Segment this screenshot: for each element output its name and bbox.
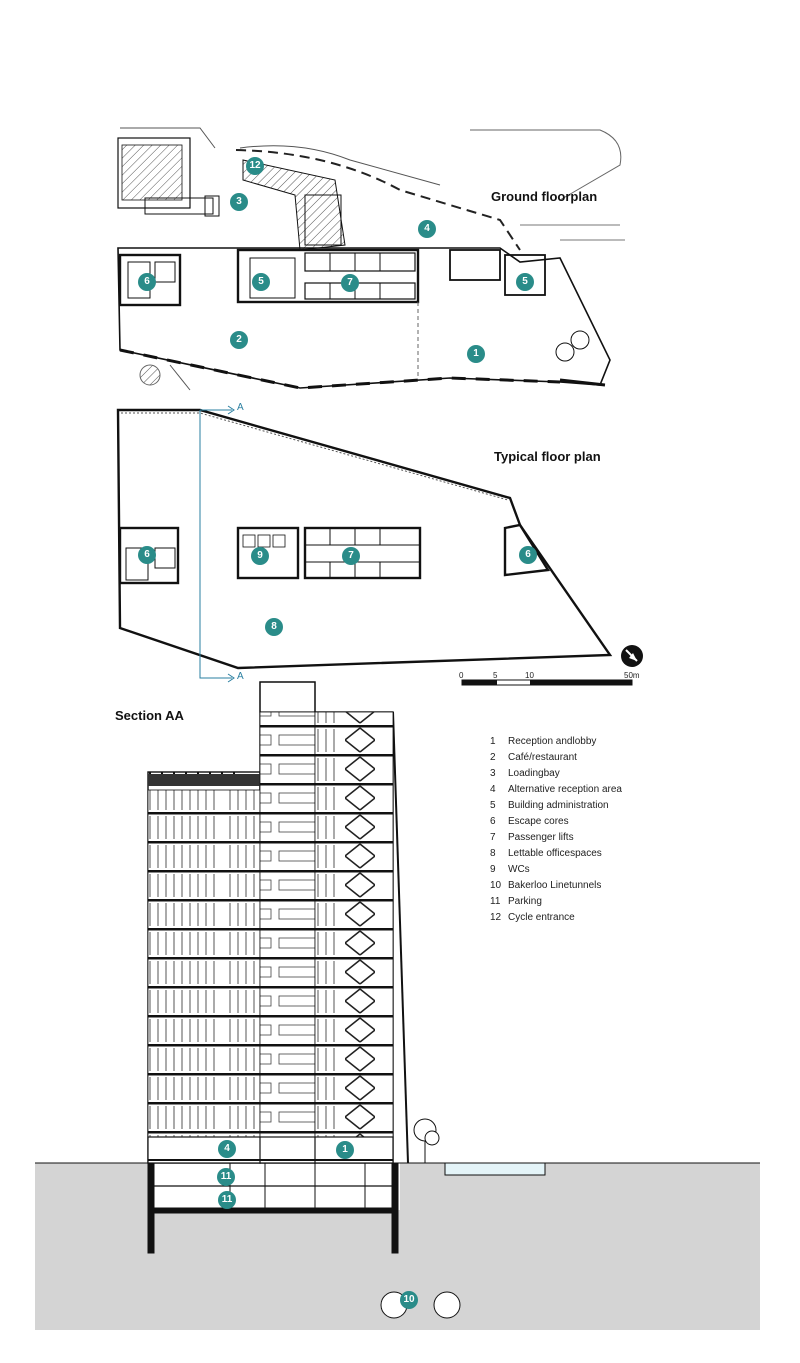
legend-item: 4 Alternative reception area [490, 784, 690, 796]
section-aa [35, 681, 760, 1330]
marker-section-11a: 11 [217, 1168, 235, 1186]
legend-label: Alternative reception area [508, 784, 622, 795]
legend-item: 9 WCs [490, 864, 690, 876]
typical-floor-plan [116, 405, 613, 683]
legend-item: 6 Escape cores [490, 816, 690, 828]
marker-ground-3: 3 [230, 193, 248, 211]
legend-item: 7 Passenger lifts [490, 832, 690, 844]
legend-item: 1 Reception andlobby [490, 736, 690, 748]
legend-num: 12 [490, 912, 502, 923]
legend-item: 3 Loadingbay [490, 768, 690, 780]
legend-label: Escape cores [508, 816, 569, 827]
legend-label: Reception andlobby [508, 736, 597, 747]
marker-ground-1: 1 [467, 345, 485, 363]
legend-num: 1 [490, 736, 496, 747]
legend-item: 2 Café/restaurant [490, 752, 690, 764]
legend-item: 10 Bakerloo Linetunnels [490, 880, 690, 892]
legend: 1 Reception andlobby 2 Café/restaurant 3 Lo… [490, 736, 690, 928]
marker-typical-6a: 6 [138, 546, 156, 564]
legend-num: 2 [490, 752, 496, 763]
scale-label-5: 5 [493, 671, 498, 680]
legend-label: Bakerloo Linetunnels [508, 880, 602, 891]
typical-floor-plan-title: Typical floor plan [494, 449, 601, 464]
legend-item: 5 Building administration [490, 800, 690, 812]
section-marker-top: A [237, 402, 244, 413]
legend-label: Cycle entrance [508, 912, 575, 923]
legend-num: 3 [490, 768, 496, 779]
ground-floor-plan [117, 127, 625, 391]
marker-ground-2: 2 [230, 331, 248, 349]
marker-section-11b: 11 [218, 1191, 236, 1209]
section-marker-bottom: A [237, 671, 244, 682]
legend-item: 8 Lettable officespaces [490, 848, 690, 860]
ground-floor-plan-title: Ground floorplan [491, 189, 598, 204]
marker-ground-5a: 5 [252, 273, 270, 291]
legend-num: 10 [490, 880, 502, 891]
scale-label-10: 10 [525, 671, 534, 680]
legend-num: 8 [490, 848, 496, 859]
marker-ground-4: 4 [418, 220, 436, 238]
legend-item: 12 Cycle entrance [490, 912, 690, 924]
legend-label: Passenger lifts [508, 832, 574, 843]
marker-section-4: 4 [218, 1140, 236, 1158]
marker-section-1: 1 [336, 1141, 354, 1159]
marker-typical-7: 7 [342, 547, 360, 565]
legend-label: Parking [508, 896, 542, 907]
marker-ground-5b: 5 [516, 273, 534, 291]
legend-num: 7 [490, 832, 496, 843]
scale-bar [461, 679, 633, 686]
north-arrow [621, 645, 643, 667]
section-aa-title: Section AA [115, 708, 184, 723]
marker-typical-6b: 6 [519, 546, 537, 564]
legend-label: Loadingbay [508, 768, 560, 779]
legend-label: Lettable officespaces [508, 848, 602, 859]
legend-num: 9 [490, 864, 496, 875]
tree [413, 1118, 440, 1163]
marker-typical-9: 9 [251, 547, 269, 565]
marker-typical-8: 8 [265, 618, 283, 636]
legend-item: 11 Parking [490, 896, 690, 908]
marker-ground-6: 6 [138, 273, 156, 291]
legend-num: 4 [490, 784, 496, 795]
marker-ground-7: 7 [341, 274, 359, 292]
legend-label: Building administration [508, 800, 609, 811]
marker-ground-12: 12 [246, 157, 264, 175]
legend-label: Café/restaurant [508, 752, 577, 763]
scale-label-0: 0 [459, 671, 464, 680]
marker-section-10: 10 [400, 1291, 418, 1309]
legend-num: 5 [490, 800, 496, 811]
legend-label: WCs [508, 864, 530, 875]
scale-label-50m: 50m [624, 671, 640, 680]
legend-num: 11 [490, 896, 501, 907]
legend-num: 6 [490, 816, 496, 827]
